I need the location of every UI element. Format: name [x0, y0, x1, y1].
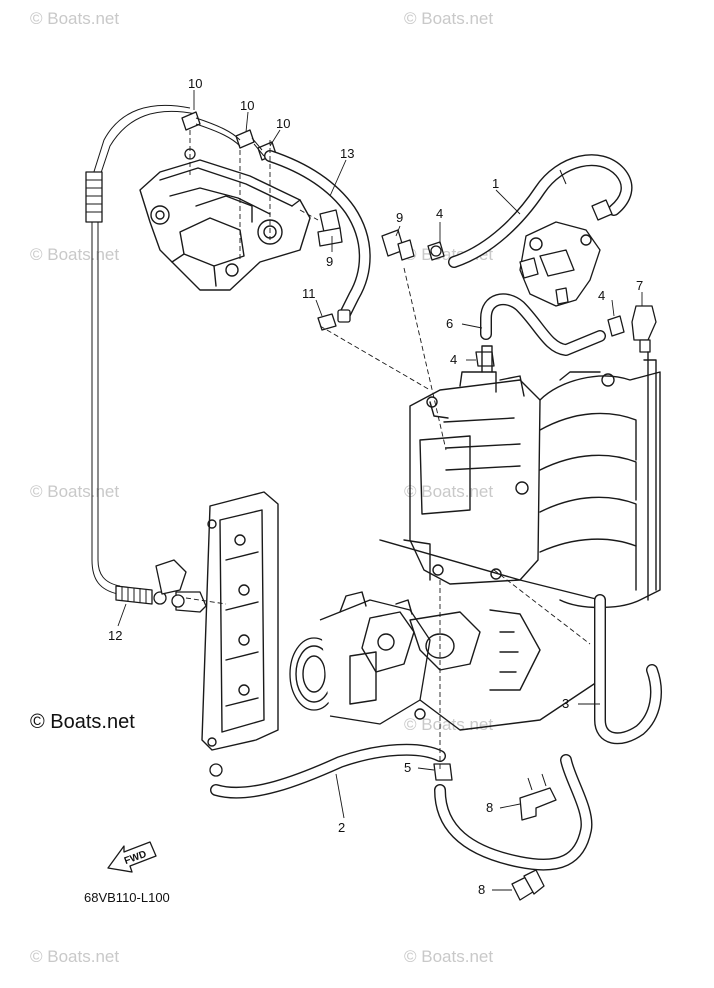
clamp-11 — [317, 313, 337, 331]
callout-9: 9 — [326, 254, 333, 269]
clip-9-right — [381, 229, 415, 261]
clip-8-upper — [519, 773, 557, 821]
callout-2: 2 — [338, 820, 345, 835]
watermark: © Boats.net — [404, 482, 493, 501]
hose-2 — [209, 743, 593, 871]
clip-8-lower — [511, 869, 545, 901]
callout-5: 5 — [404, 760, 411, 775]
callout-3: 3 — [562, 696, 569, 711]
callout-4: 4 — [436, 206, 443, 221]
callout-4: 4 — [598, 288, 605, 303]
callout-12: 12 — [108, 628, 122, 643]
callout-7: 7 — [636, 278, 643, 293]
clamp-10-group — [181, 111, 277, 161]
clip-9-left — [317, 209, 343, 247]
leader-lines — [117, 90, 643, 891]
callout-11: 11 — [302, 286, 316, 301]
fuel-pump — [519, 199, 613, 307]
callout-1: 1 — [492, 176, 499, 191]
watermark: © Boats.net — [30, 245, 119, 264]
callout-13: 13 — [340, 146, 354, 161]
callout-9: 9 — [396, 210, 403, 225]
watermark: © Boats.net — [30, 9, 119, 28]
hose-3 — [594, 594, 662, 745]
callout-4: 4 — [450, 352, 457, 367]
watermark: © Boats.net — [30, 947, 119, 966]
hose-12 — [85, 104, 197, 605]
clamp-5 — [433, 763, 453, 781]
clamp-4-middle — [475, 351, 495, 367]
joint-7 — [631, 305, 657, 353]
callout-labels: 10 10 10 13 1 9 9 4 11 6 4 4 7 12 3 5 2 … — [108, 76, 643, 897]
throttle-body — [289, 591, 431, 725]
callout-8: 8 — [478, 882, 485, 897]
callout-10: 10 — [276, 116, 290, 131]
intake-manifold-right — [539, 351, 661, 609]
callout-10: 10 — [188, 76, 202, 91]
vapor-separator — [403, 345, 541, 585]
clamp-4-right — [607, 315, 625, 337]
hose-6 — [480, 293, 606, 356]
fwd-arrow-icon: FWD — [107, 841, 157, 873]
watermark: © Boats.net — [404, 9, 493, 28]
gasket-plate — [155, 491, 279, 751]
clamp-4-upper — [427, 241, 445, 261]
watermark: © Boats.net — [404, 947, 493, 966]
intake-manifold-upper — [139, 148, 311, 291]
watermark-layer: © Boats.net © Boats.net © Boats.net © Bo… — [30, 9, 493, 966]
diagram-code: 68VB110-L100 — [84, 890, 170, 905]
watermark: © Boats.net — [30, 482, 119, 501]
callout-8: 8 — [486, 800, 493, 815]
callout-6: 6 — [446, 316, 453, 331]
hose-13 — [264, 150, 371, 323]
copyright-label: © Boats.net — [30, 711, 135, 733]
reference-lines — [185, 130, 591, 770]
hose-1 — [448, 154, 633, 268]
callout-10: 10 — [240, 98, 254, 113]
